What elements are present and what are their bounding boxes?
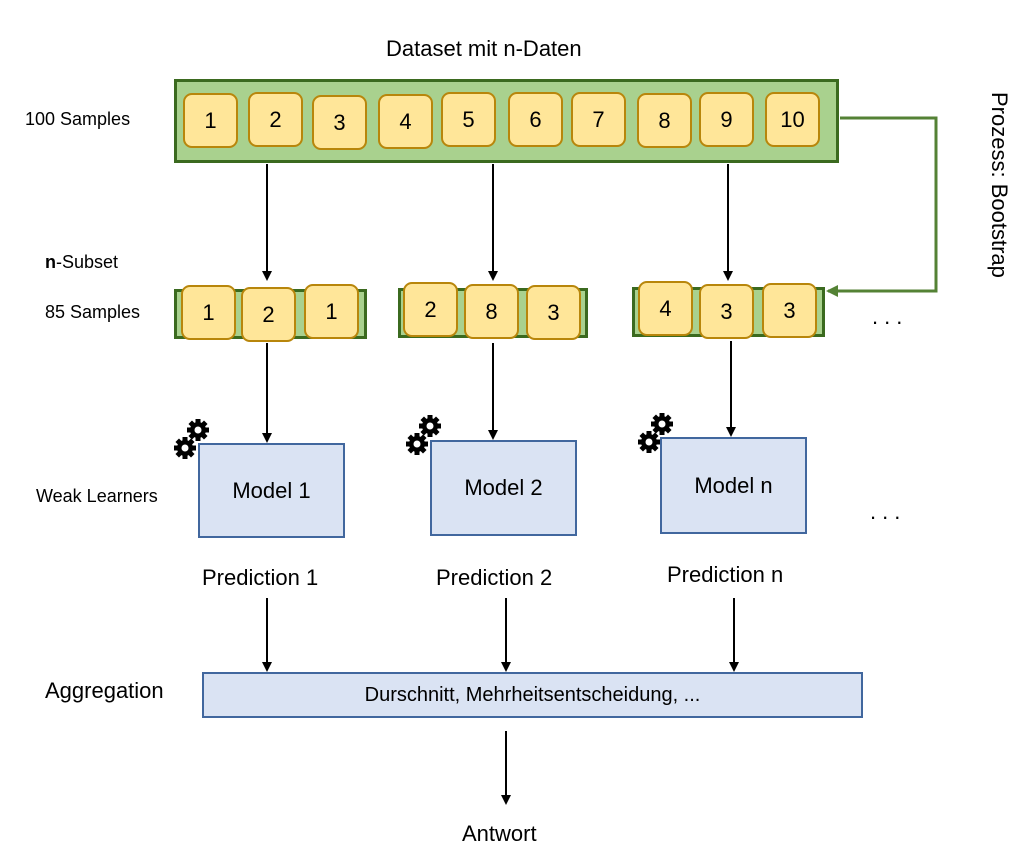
label-weak-learners: Weak Learners (36, 486, 158, 506)
subset-cell: 1 (304, 284, 359, 339)
dataset-cell: 3 (312, 95, 367, 150)
diagram-title: Dataset mit n-Daten (386, 36, 582, 61)
dataset-cell: 4 (378, 94, 433, 149)
subset-cell: 2 (403, 282, 458, 337)
label-85-samples: 85 Samples (45, 302, 141, 322)
subset-cell: 3 (526, 285, 581, 340)
label-n-subset-rest: -Subset (56, 252, 119, 272)
answer-label: Antwort (462, 821, 537, 846)
gear-icon (406, 415, 441, 455)
model-box-n: Model n (660, 437, 807, 534)
prediction-label-2: Prediction 2 (436, 565, 553, 590)
prediction-label-1: Prediction 1 (202, 565, 319, 590)
aggregation-box: Durschnitt, Mehrheitsentscheidung, ... (202, 672, 863, 718)
gear-icon (174, 419, 209, 459)
dataset-cell: 5 (441, 92, 496, 147)
label-100-samples: 100 Samples (25, 109, 131, 129)
label-n-subset: n-Subset (45, 252, 118, 273)
gear-large (187, 419, 209, 441)
prediction-label-n: Prediction n (667, 562, 784, 587)
gear-small (174, 437, 196, 459)
dataset-cell: 8 (637, 93, 692, 148)
bootstrap-loop-arrow (826, 116, 938, 297)
models-ellipsis: ... (870, 499, 907, 524)
model-box-2: Model 2 (430, 440, 577, 536)
dataset-cell: 6 (508, 92, 563, 147)
label-aggregation: Aggregation (45, 678, 164, 703)
subset-ellipsis: ... (872, 304, 909, 329)
subset-cell: 4 (638, 281, 693, 336)
subset-cell: 3 (762, 283, 817, 338)
dataset-cell: 7 (571, 92, 626, 147)
subset-cell: 1 (181, 285, 236, 340)
gear-icon (638, 413, 673, 453)
dataset-cell: 10 (765, 92, 820, 147)
model-box-1: Model 1 (198, 443, 345, 538)
label-n-subset-bold: n (45, 252, 56, 272)
subset-cell: 8 (464, 284, 519, 339)
subset-cell: 2 (241, 287, 296, 342)
dataset-cell: 1 (183, 93, 238, 148)
subset-cell: 3 (699, 284, 754, 339)
dataset-cell: 2 (248, 92, 303, 147)
dataset-cell: 9 (699, 92, 754, 147)
